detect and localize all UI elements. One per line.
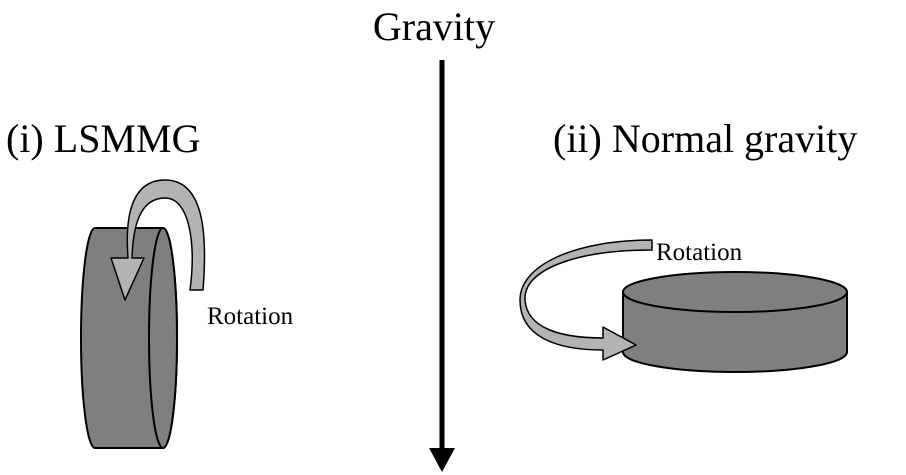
normal-cylinder [622, 271, 848, 373]
gravity-arrow-head [429, 448, 455, 472]
gravity-arrow [429, 60, 455, 472]
gravity-label: Gravity [373, 4, 495, 49]
normal-rotation-label: Rotation [656, 239, 743, 266]
lsmmg-title: (i) LSMMG [6, 116, 200, 161]
lsmmg-cylinder [80, 227, 178, 449]
normal-cylinder-body [622, 291, 848, 373]
normal-gravity-title: (ii) Normal gravity [553, 116, 857, 161]
normal-cylinder-top [622, 271, 848, 313]
lsmmg-rotation-label: Rotation [207, 303, 294, 330]
lsmmg-rotation-arrow [110, 179, 206, 301]
lsmmg-cylinder-face [148, 227, 178, 449]
normal-rotation-arrow [519, 239, 653, 361]
